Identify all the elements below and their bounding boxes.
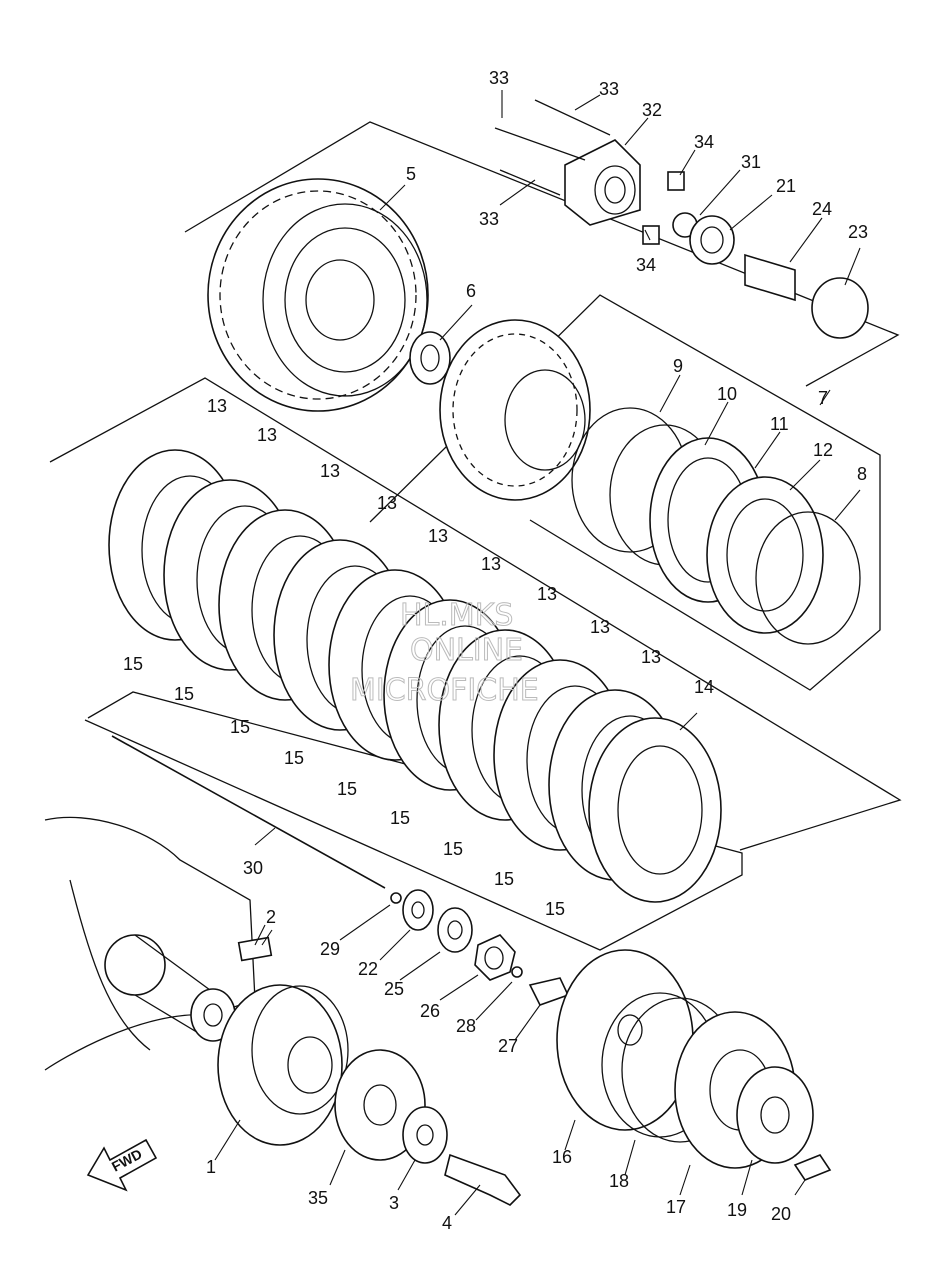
label-part-13-f: 13 bbox=[481, 554, 501, 574]
label-part-20: 20 bbox=[771, 1204, 791, 1224]
label-part-15-e: 15 bbox=[337, 779, 357, 799]
label-part-33-mid: 33 bbox=[599, 79, 619, 99]
label-part-10: 10 bbox=[717, 384, 737, 404]
label-part-24: 24 bbox=[812, 199, 832, 219]
label-part-31: 31 bbox=[741, 152, 761, 172]
primary-drive-gear bbox=[217, 984, 522, 1206]
push-rod-cover bbox=[494, 99, 869, 339]
label-part-25: 25 bbox=[384, 979, 404, 999]
label-part-11: 11 bbox=[770, 414, 789, 434]
plate-stack bbox=[108, 449, 722, 903]
label-part-35: 35 bbox=[308, 1188, 328, 1208]
label-part-12: 12 bbox=[813, 440, 833, 460]
label-part-6: 6 bbox=[466, 281, 476, 301]
label-part-15-c: 15 bbox=[230, 717, 250, 737]
watermark: HL.MKS ONLINE MICROFICHE bbox=[350, 598, 540, 709]
pressure-plate-assembly bbox=[556, 949, 832, 1181]
clutch-boss bbox=[409, 319, 591, 501]
label-part-15-i: 15 bbox=[545, 899, 565, 919]
label-part-33-top: 33 bbox=[489, 68, 509, 88]
label-part-26: 26 bbox=[420, 1001, 440, 1021]
watermark-line-3: MICROFICHE bbox=[350, 673, 539, 708]
part-labels: 5 6 33 33 33 32 34 34 31 21 24 23 9 10 7… bbox=[123, 68, 868, 1233]
label-part-13-i: 13 bbox=[641, 647, 661, 667]
label-part-18: 18 bbox=[609, 1171, 629, 1191]
label-part-15-d: 15 bbox=[284, 748, 304, 768]
label-part-13-d: 13 bbox=[377, 493, 397, 513]
label-part-13-h: 13 bbox=[590, 617, 610, 637]
label-part-3: 3 bbox=[389, 1193, 399, 1213]
label-part-30: 30 bbox=[243, 858, 263, 878]
label-part-5: 5 bbox=[406, 164, 416, 184]
label-part-7: 7 bbox=[818, 388, 828, 408]
group-frames bbox=[49, 121, 902, 951]
leader-lines bbox=[214, 90, 861, 1216]
label-part-29: 29 bbox=[320, 939, 340, 959]
label-part-13-c: 13 bbox=[320, 461, 340, 481]
label-part-9: 9 bbox=[673, 356, 683, 376]
label-part-17: 17 bbox=[666, 1197, 686, 1217]
label-part-1: 1 bbox=[206, 1157, 216, 1177]
label-part-15-g: 15 bbox=[443, 839, 463, 859]
label-part-19: 19 bbox=[727, 1200, 747, 1220]
label-part-2: 2 bbox=[266, 907, 276, 927]
label-part-15-f: 15 bbox=[390, 808, 410, 828]
label-part-13-e: 13 bbox=[428, 526, 448, 546]
label-part-14: 14 bbox=[694, 677, 714, 697]
push-rod bbox=[111, 735, 402, 904]
label-part-13-a: 13 bbox=[207, 396, 227, 416]
label-part-27: 27 bbox=[498, 1036, 518, 1056]
label-part-4: 4 bbox=[442, 1213, 452, 1233]
label-part-21: 21 bbox=[776, 176, 796, 196]
label-part-13-b: 13 bbox=[257, 425, 277, 445]
label-part-34-top: 34 bbox=[694, 132, 714, 152]
watermark-line-1: HL.MKS bbox=[400, 598, 513, 633]
label-part-15-h: 15 bbox=[494, 869, 514, 889]
label-part-22: 22 bbox=[358, 959, 378, 979]
clutch-rings bbox=[571, 407, 861, 645]
clutch-housing bbox=[207, 178, 429, 412]
label-part-34-low: 34 bbox=[636, 255, 656, 275]
label-part-23: 23 bbox=[848, 222, 868, 242]
watermark-line-2: ONLINE bbox=[410, 633, 523, 668]
fwd-arrow: FWD bbox=[86, 1138, 158, 1192]
label-part-15-b: 15 bbox=[174, 684, 194, 704]
label-part-16: 16 bbox=[552, 1147, 572, 1167]
label-part-28: 28 bbox=[456, 1016, 476, 1036]
label-part-13-g: 13 bbox=[537, 584, 557, 604]
label-part-8: 8 bbox=[857, 464, 867, 484]
label-part-15-a: 15 bbox=[123, 654, 143, 674]
label-part-32: 32 bbox=[642, 100, 662, 120]
washers-and-nut bbox=[402, 889, 570, 1006]
label-part-33-low: 33 bbox=[479, 209, 499, 229]
